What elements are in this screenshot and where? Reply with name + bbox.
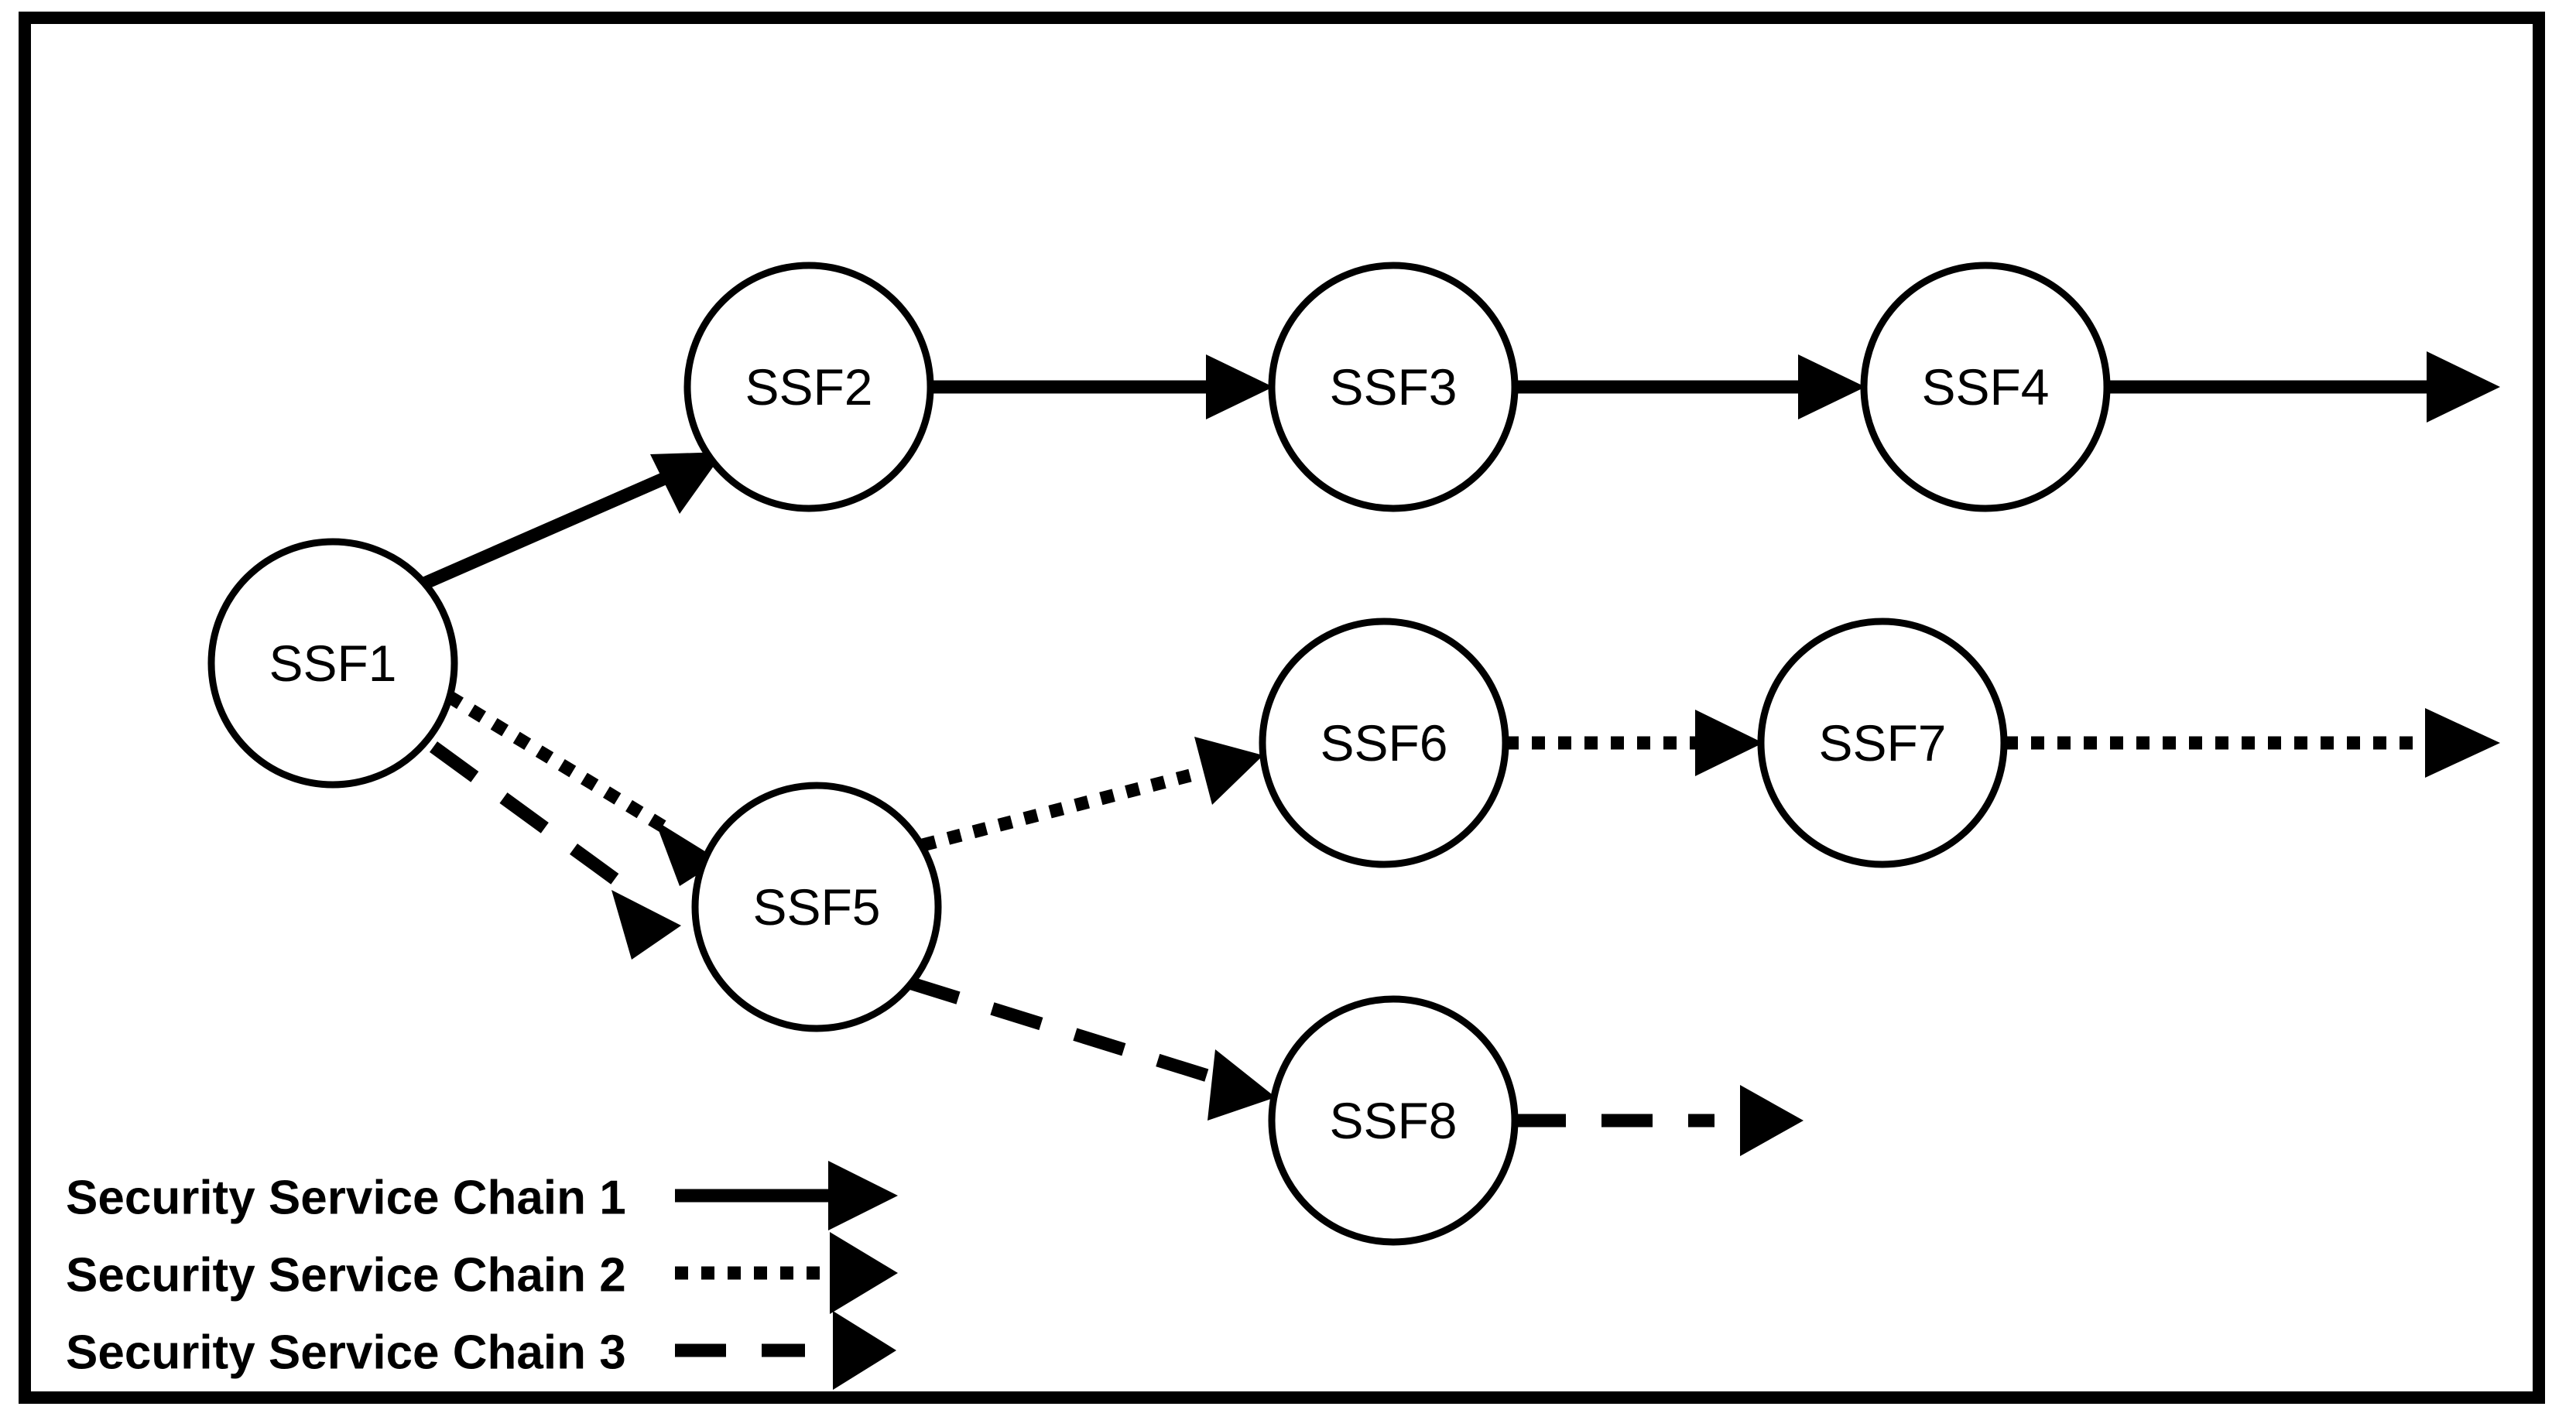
edge-ssf1-ssf2	[421, 458, 700, 590]
node-label-ssf5: SSF5	[752, 878, 880, 936]
node-label-ssf4: SSF4	[1921, 358, 2049, 416]
edge-ssf1-ssf5-dotted	[445, 690, 670, 834]
legend-item-chain-1: Security Service Chain 1	[66, 1161, 898, 1230]
node-circle-ssf8[interactable]	[1268, 995, 1519, 1246]
diagram-frame	[19, 12, 2545, 1404]
edge-ssf1-ssf5-dashed	[429, 741, 624, 888]
chain-1-edges	[421, 351, 2500, 590]
node-label-ssf3: SSF3	[1329, 358, 1457, 416]
node-label-ssf1: SSF1	[269, 635, 396, 692]
arrowhead-ssf7-egress	[2425, 708, 2500, 778]
node-circle-ssf6[interactable]	[1259, 618, 1509, 868]
node-ssf2[interactable]: SSF2	[683, 262, 934, 512]
node-circle-ssf4[interactable]	[1860, 262, 2111, 512]
legend-item-chain-2: Security Service Chain 2	[66, 1232, 898, 1314]
node-circle-ssf7[interactable]	[1757, 618, 2008, 868]
arrowhead-ssf1-ssf5-dashed	[611, 890, 681, 960]
arrowhead-ssf4-egress	[2427, 351, 2500, 423]
chain-2-edges	[445, 690, 2500, 886]
legend-item-chain-3: Security Service Chain 3	[66, 1311, 896, 1390]
node-ssf1[interactable]: SSF1	[207, 538, 458, 789]
node-ssf5[interactable]: SSF5	[691, 782, 942, 1032]
node-label-ssf7: SSF7	[1818, 714, 1946, 772]
arrowhead-ssf8-egress	[1740, 1085, 1804, 1156]
node-ssf7[interactable]: SSF7	[1757, 618, 2008, 868]
arrowhead-ssf2-ssf3	[1206, 354, 1273, 419]
node-circle-ssf3[interactable]	[1268, 262, 1519, 512]
node-label-ssf2: SSF2	[745, 358, 872, 416]
legend-arrowhead-chain-3	[833, 1311, 896, 1390]
node-ssf3[interactable]: SSF3	[1268, 262, 1519, 512]
node-ssf8[interactable]: SSF8	[1268, 995, 1519, 1246]
node-circle-ssf5[interactable]	[691, 782, 942, 1032]
legend-arrowhead-chain-1	[828, 1161, 898, 1230]
edge-ssf5-ssf8	[907, 976, 1210, 1083]
node-label-ssf6: SSF6	[1320, 714, 1447, 772]
node-circle-ssf1[interactable]	[207, 538, 458, 789]
arrowhead-ssf6-ssf7	[1695, 710, 1763, 776]
legend-arrowhead-chain-2	[830, 1232, 898, 1314]
legend-label-chain-1: Security Service Chain 1	[66, 1172, 626, 1225]
legend: Security Service Chain 1 Security Servic…	[66, 1161, 898, 1390]
node-ssf6[interactable]: SSF6	[1259, 618, 1509, 868]
chain-3-edges	[429, 741, 1804, 1156]
arrowhead-ssf5-ssf6	[1194, 737, 1263, 805]
edge-ssf5-ssf6	[920, 767, 1198, 852]
legend-label-chain-3: Security Service Chain 3	[66, 1326, 626, 1380]
legend-label-chain-2: Security Service Chain 2	[66, 1249, 626, 1302]
arrowhead-ssf1-ssf2	[650, 452, 724, 514]
arrowhead-ssf5-ssf8	[1208, 1049, 1276, 1121]
arrowhead-ssf3-ssf4	[1798, 354, 1865, 419]
node-label-ssf8: SSF8	[1329, 1092, 1457, 1149]
node-circle-ssf2[interactable]	[683, 262, 934, 512]
nodes: SSF1 SSF2 SSF3 SSF4 SSF5 SSF6	[207, 262, 2111, 1246]
node-ssf4[interactable]: SSF4	[1860, 262, 2111, 512]
